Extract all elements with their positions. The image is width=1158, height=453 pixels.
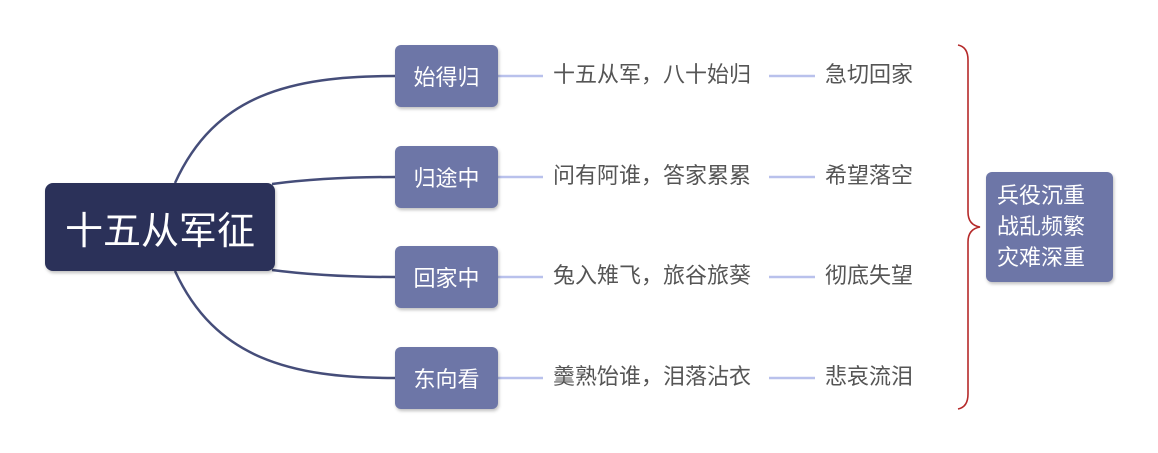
content-topic-1[interactable]: 十五从军，八十始归 (553, 63, 752, 88)
root-label: 十五从军征 (64, 208, 255, 253)
branch-node-2[interactable]: 归途中 (395, 146, 498, 208)
link-curve-4 (173, 270, 396, 380)
content-topic-4[interactable]: 羹熟饴谁，泪落沾衣 (553, 365, 752, 390)
summary-line-2: 战乱频繁 (997, 214, 1086, 240)
emotion-topic-3[interactable]: 彻底失望 (825, 264, 914, 289)
summary-brace (957, 44, 981, 410)
branch-node-4[interactable]: 东向看 (395, 347, 498, 409)
branch-node-1[interactable]: 始得归 (395, 45, 498, 107)
link-curve-3 (271, 268, 396, 279)
content-topic-3[interactable]: 兔入雉飞，旅谷旅葵 (553, 264, 752, 289)
branch-node-3[interactable]: 回家中 (395, 246, 498, 308)
emotion-topic-1[interactable]: 急切回家 (825, 63, 914, 88)
emotion-topic-4[interactable]: 悲哀流泪 (825, 365, 914, 390)
summary-node[interactable]: 兵役沉重 战乱频繁 灾难深重 (986, 172, 1113, 282)
branch-label-1: 始得归 (413, 66, 480, 91)
summary-line-3: 灾难深重 (997, 245, 1086, 271)
root-node[interactable]: 十五从军征 (45, 183, 275, 271)
link-curve-1 (173, 74, 396, 184)
branch-label-3: 回家中 (413, 267, 480, 292)
link-curve-2 (271, 175, 396, 186)
summary-line-1: 兵役沉重 (997, 183, 1086, 209)
branch-label-2: 归途中 (413, 167, 480, 192)
emotion-topic-2[interactable]: 希望落空 (825, 164, 914, 189)
branch-label-4: 东向看 (413, 368, 480, 393)
content-topic-2[interactable]: 问有阿谁，答家累累 (553, 164, 752, 189)
